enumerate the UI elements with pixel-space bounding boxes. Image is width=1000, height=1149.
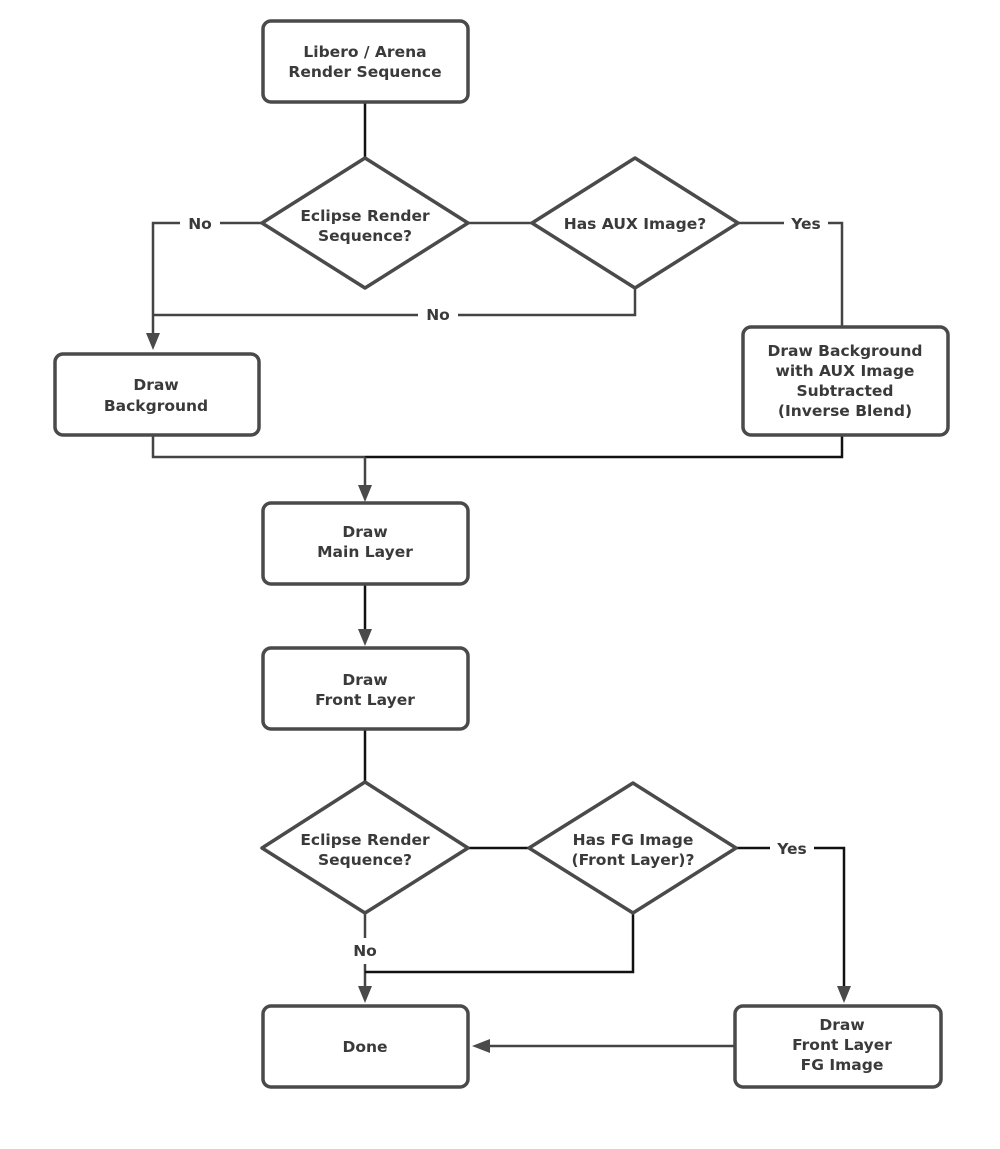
node-has-aux-image-decision: Has AUX Image? bbox=[530, 156, 740, 290]
node-text: Sequence? bbox=[318, 851, 412, 869]
edge-fg-no-to-done bbox=[365, 912, 635, 974]
nodes: Libero / Arena Render Sequence Eclipse R… bbox=[53, 19, 950, 1089]
edge-fg-yes-to-draw-fg bbox=[736, 846, 846, 998]
node-draw-main-layer: Draw Main Layer bbox=[261, 501, 470, 586]
node-text: Eclipse Render bbox=[300, 207, 430, 225]
edge-draw-bg-aux-to-merge bbox=[365, 435, 844, 459]
node-text: Libero / Arena bbox=[303, 43, 426, 61]
arrowhead bbox=[358, 986, 372, 1003]
edge-label-eclipse2-no: No bbox=[353, 942, 377, 960]
node-text: with AUX Image bbox=[776, 362, 915, 380]
arrowhead bbox=[358, 485, 372, 502]
edge-labels: No Yes No No Yes bbox=[180, 210, 828, 964]
edge-eclipse1-no-to-draw-bg bbox=[151, 221, 262, 345]
node-done: Done bbox=[261, 1004, 470, 1089]
node-text: Main Layer bbox=[317, 543, 413, 561]
node-draw-background: Draw Background bbox=[53, 352, 261, 437]
node-text: Background bbox=[104, 397, 208, 415]
node-eclipse-render-decision-1: Eclipse Render Sequence? bbox=[260, 156, 470, 290]
edge-label-aux-no: No bbox=[426, 306, 450, 324]
node-text: Front Layer bbox=[315, 691, 415, 709]
edge-aux-yes-to-draw-bg-aux bbox=[738, 221, 844, 327]
node-text: Done bbox=[342, 1038, 387, 1056]
edge-draw-bg-to-merge bbox=[151, 435, 365, 459]
arrowhead bbox=[146, 333, 160, 350]
arrowhead bbox=[472, 1039, 490, 1053]
node-text: Subtracted bbox=[796, 382, 893, 400]
node-draw-front-layer: Draw Front Layer bbox=[261, 646, 470, 731]
node-text: Draw bbox=[819, 1016, 864, 1034]
node-text: Draw bbox=[342, 523, 387, 541]
edge-label-eclipse1-no: No bbox=[188, 215, 212, 233]
edge-aux-no-to-draw-bg bbox=[153, 287, 637, 317]
arrowhead bbox=[358, 629, 372, 646]
node-text: (Inverse Blend) bbox=[778, 402, 912, 420]
node-text: Draw bbox=[133, 376, 178, 394]
node-start: Libero / Arena Render Sequence bbox=[261, 19, 470, 104]
edge-label-fg-yes: Yes bbox=[776, 840, 807, 858]
node-text: Has FG Image bbox=[573, 831, 694, 849]
node-text: (Front Layer)? bbox=[571, 851, 694, 869]
node-draw-front-layer-fg-image: Draw Front Layer FG Image bbox=[733, 1004, 943, 1089]
edges bbox=[146, 102, 851, 1053]
node-text: FG Image bbox=[801, 1056, 884, 1074]
node-text: Front Layer bbox=[792, 1036, 892, 1054]
node-text: Draw Background bbox=[767, 342, 922, 360]
node-text: Has AUX Image? bbox=[564, 215, 706, 233]
node-eclipse-render-decision-2: Eclipse Render Sequence? bbox=[260, 780, 470, 915]
node-text: Render Sequence bbox=[288, 63, 441, 81]
node-draw-background-aux: Draw Background with AUX Image Subtracte… bbox=[741, 325, 950, 437]
node-has-fg-image-decision: Has FG Image (Front Layer)? bbox=[527, 781, 738, 915]
node-text: Eclipse Render bbox=[300, 831, 430, 849]
node-text: Sequence? bbox=[318, 227, 412, 245]
node-text: Draw bbox=[342, 671, 387, 689]
arrowhead bbox=[837, 986, 851, 1003]
edge-label-aux-yes: Yes bbox=[790, 215, 821, 233]
